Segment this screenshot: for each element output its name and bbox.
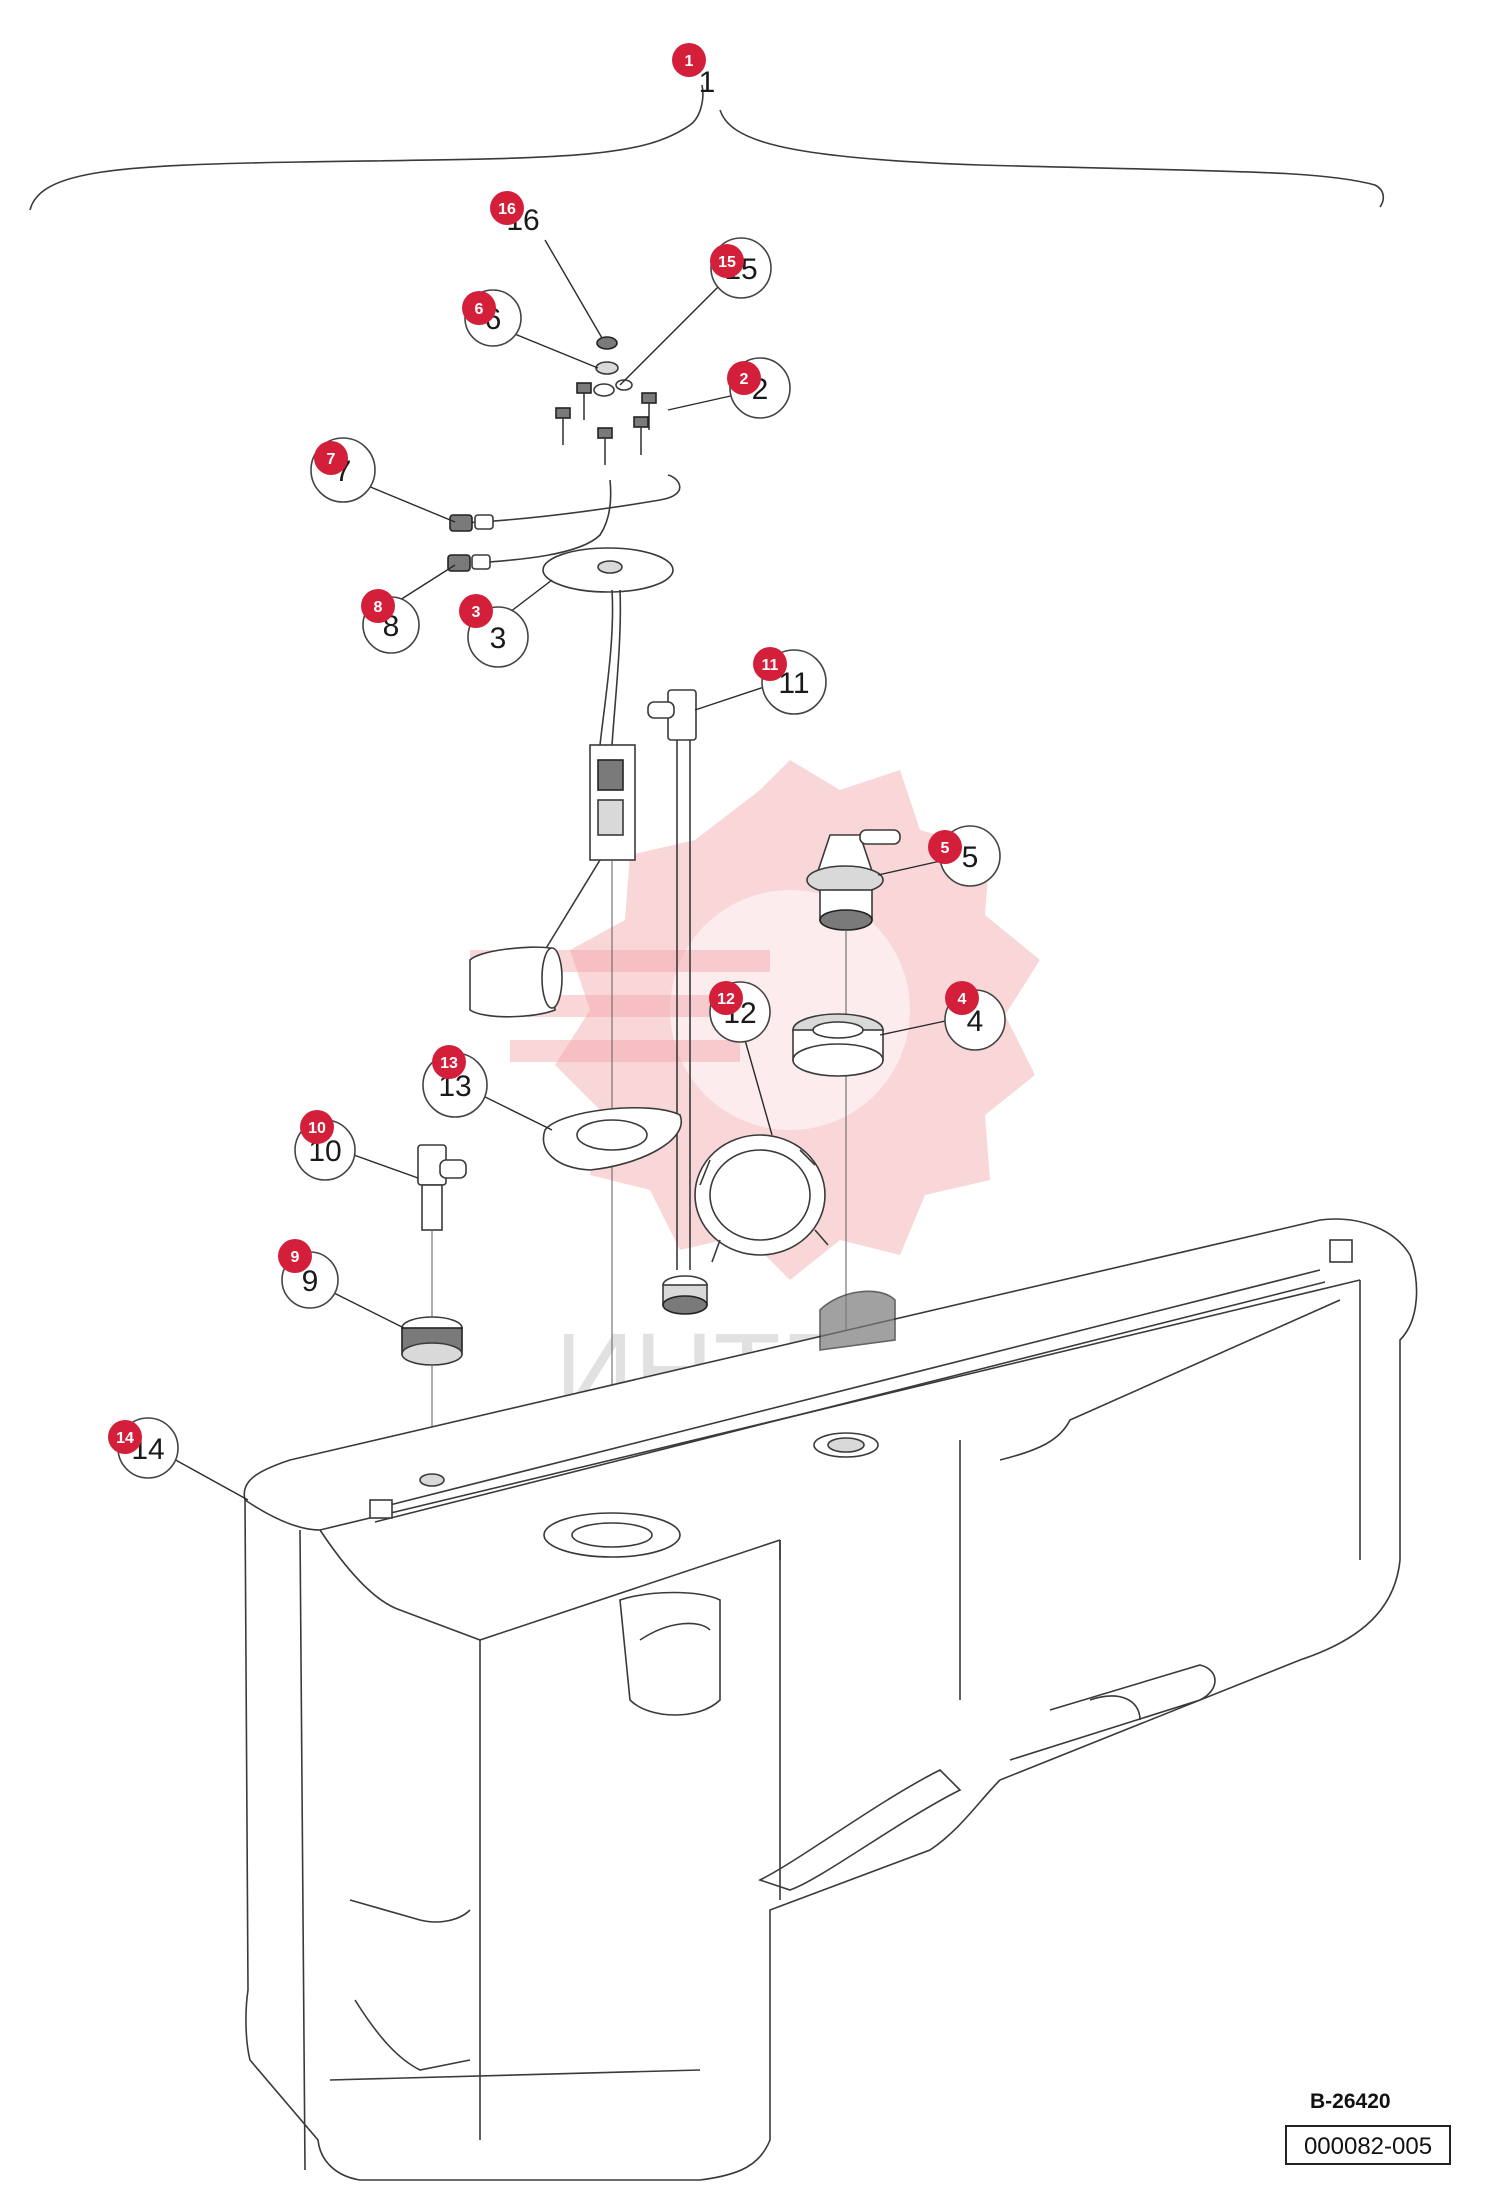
washer-15 <box>593 383 615 397</box>
vent-elbow-10 <box>417 1144 467 1320</box>
svg-text:14: 14 <box>116 1430 134 1447</box>
badge-6: 6 <box>462 291 496 325</box>
svg-text:13: 13 <box>440 1055 458 1072</box>
callout-label-5: 5 <box>962 841 979 874</box>
badge-8: 8 <box>361 589 395 623</box>
badge-16: 16 <box>490 191 524 225</box>
gasket-13 <box>542 1107 683 1171</box>
connector-8 <box>447 554 471 572</box>
svg-text:5: 5 <box>941 840 950 857</box>
badge-13: 13 <box>432 1045 466 1079</box>
callout-label-4: 4 <box>967 1005 984 1038</box>
callout-label-1: 1 <box>699 66 716 99</box>
fuel-tank-14 <box>243 1218 1418 2181</box>
badge-7: 7 <box>314 441 348 475</box>
badge-2: 2 <box>727 361 761 395</box>
callout-label-3: 3 <box>490 622 507 655</box>
svg-text:10: 10 <box>308 1120 326 1137</box>
assembly-brace <box>29 84 1385 211</box>
callout-badges: 1 16 15 6 2 7 8 3 11 5 4 12 13 10 9 14 <box>108 43 979 1454</box>
seal-ring-4 <box>792 1013 884 1077</box>
connector-7 <box>449 514 473 532</box>
badge-1: 1 <box>672 43 706 77</box>
reference-code-box: 000082-005 <box>1285 2125 1451 2165</box>
svg-text:15: 15 <box>718 254 736 271</box>
svg-text:16: 16 <box>498 201 516 218</box>
callout-circles: 1 16 15 6 2 7 8 3 11 5 4 12 13 <box>117 66 1006 1479</box>
svg-text:6: 6 <box>475 301 484 318</box>
float <box>469 946 556 1018</box>
washer-6 <box>595 361 619 375</box>
drawing-number: B-26420 <box>1310 2090 1391 2113</box>
nut-16 <box>596 336 618 350</box>
badge-11: 11 <box>753 647 787 681</box>
grommet-9 <box>401 1316 463 1480</box>
svg-text:3: 3 <box>472 604 481 621</box>
svg-text:1: 1 <box>685 53 694 70</box>
pickup-tube-11 <box>647 689 697 1270</box>
badge-3: 3 <box>459 594 493 628</box>
svg-text:8: 8 <box>374 599 383 616</box>
callout-label-9: 9 <box>302 1265 319 1298</box>
lock-ring-12 <box>694 1134 829 1263</box>
badge-9: 9 <box>278 1239 312 1273</box>
svg-text:11: 11 <box>762 657 779 674</box>
hardware-group <box>555 336 657 465</box>
bolts-2 <box>555 382 657 465</box>
badge-10: 10 <box>300 1110 334 1144</box>
leader-lines <box>171 239 951 1501</box>
svg-text:12: 12 <box>717 991 735 1008</box>
badge-15: 15 <box>710 244 744 278</box>
badge-14: 14 <box>108 1420 142 1454</box>
svg-text:9: 9 <box>291 1249 300 1266</box>
grommet-pickup <box>662 1275 708 1315</box>
badge-5: 5 <box>928 830 962 864</box>
svg-text:7: 7 <box>327 451 336 468</box>
badge-12: 12 <box>709 981 743 1015</box>
svg-text:4: 4 <box>958 991 967 1008</box>
svg-text:2: 2 <box>740 371 749 388</box>
badge-4: 4 <box>945 981 979 1015</box>
